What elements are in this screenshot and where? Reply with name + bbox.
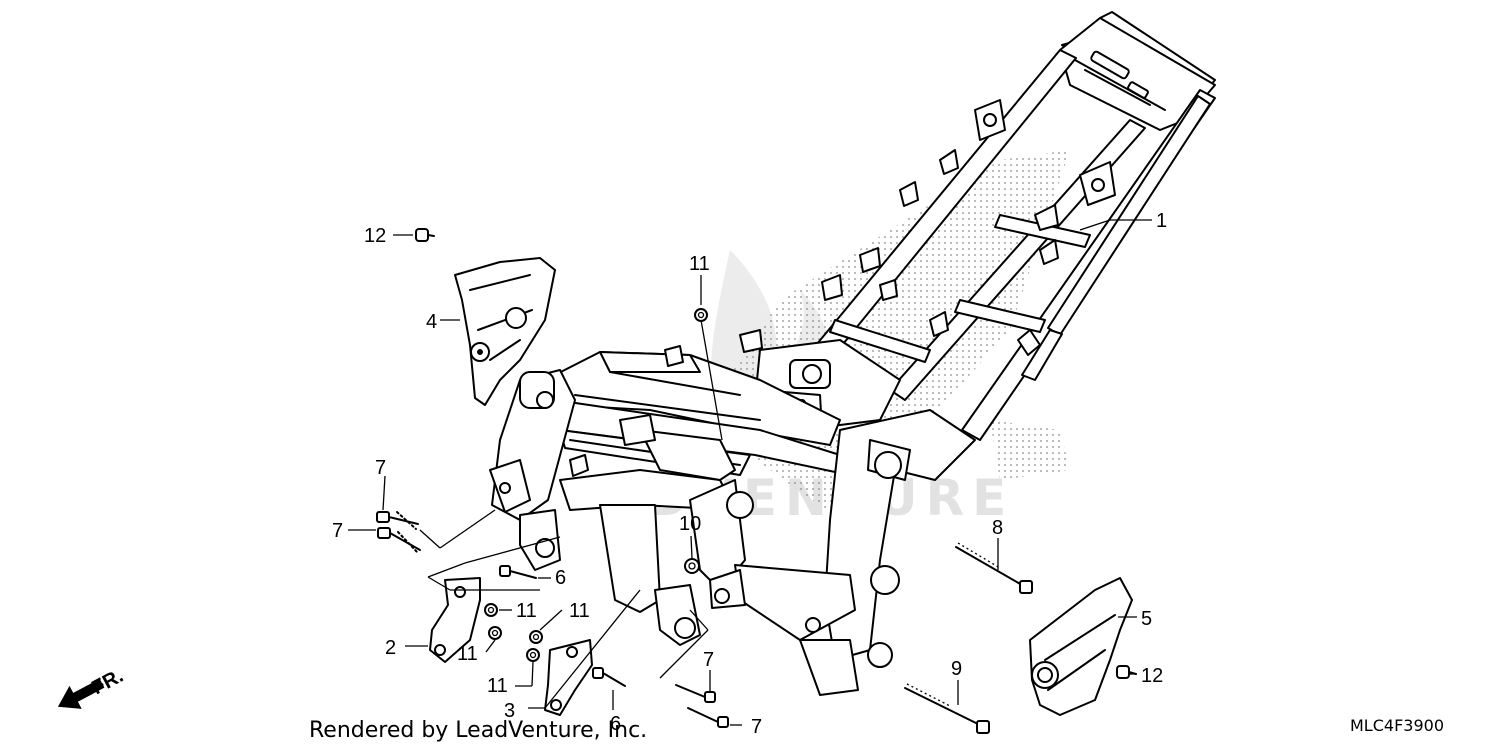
nut-11-e bbox=[694, 308, 708, 322]
callout-11-nut-e: 11 bbox=[487, 675, 508, 697]
leader-lines bbox=[348, 219, 1152, 726]
callout-12-bolt-a: 12 bbox=[364, 225, 386, 247]
nut-11-d bbox=[526, 648, 540, 662]
side-cover-left bbox=[454, 257, 556, 406]
callout-12-bolt-b: 12 bbox=[1141, 665, 1163, 687]
front-direction-label: FR. bbox=[88, 665, 127, 700]
bolt-7-lower-a bbox=[675, 684, 716, 703]
bolt-7-upper-a bbox=[376, 511, 419, 530]
callout-10-nut: 10 bbox=[679, 513, 701, 535]
diagram-code: MLC4F3900 bbox=[1350, 716, 1444, 735]
callout-6-bolt-lower: 6 bbox=[610, 713, 621, 735]
callout-11-nut-c: 11 bbox=[569, 600, 590, 622]
nut-11-c bbox=[529, 630, 543, 644]
fasteners bbox=[376, 228, 1137, 734]
callout-labels: 1 2 3 4 5 6 6 7 7 7 7 8 9 10 11 11 11 11… bbox=[332, 210, 1167, 738]
callout-1-frame-body: 1 bbox=[1156, 210, 1167, 232]
bolt-12-upper bbox=[415, 228, 435, 242]
nut-10 bbox=[684, 558, 700, 574]
callout-11-nut-a: 11 bbox=[689, 253, 710, 275]
bolt-7-upper-b bbox=[377, 527, 421, 553]
callout-5-side-cover: 5 bbox=[1141, 608, 1152, 630]
front-direction-indicator: FR. bbox=[57, 665, 127, 709]
callout-9-bolt: 9 bbox=[951, 658, 962, 680]
bolt-7-lower-b bbox=[687, 707, 729, 728]
callout-3-bracket: 3 bbox=[504, 700, 515, 722]
callout-11-nut-b: 11 bbox=[516, 600, 537, 622]
bolt-6-lower bbox=[592, 667, 626, 687]
callout-8-bolt: 8 bbox=[992, 517, 1003, 539]
bolt-12-lower bbox=[1116, 665, 1137, 679]
callout-6-bolt-upper: 6 bbox=[555, 567, 566, 589]
callout-4-side-cover: 4 bbox=[426, 311, 437, 333]
callout-2-bracket: 2 bbox=[385, 637, 396, 659]
callout-7-bolt-d: 7 bbox=[751, 716, 762, 738]
bolt-6-upper bbox=[499, 565, 537, 579]
main-frame-body bbox=[489, 11, 1216, 696]
callout-7-bolt-b: 7 bbox=[332, 520, 343, 542]
side-cover-right bbox=[1029, 577, 1133, 716]
nut-11-a bbox=[484, 603, 498, 617]
callout-7-bolt-c: 7 bbox=[703, 649, 714, 671]
nut-11-b bbox=[488, 626, 502, 640]
render-credit: Rendered by LeadVenture, Inc. bbox=[309, 718, 648, 743]
bolt-8 bbox=[955, 542, 1033, 594]
callout-11-nut-d: 11 bbox=[457, 643, 478, 665]
engine-hanger-bracket-3 bbox=[544, 639, 593, 716]
callout-7-bolt-a: 7 bbox=[375, 457, 386, 479]
front-arrow-icon bbox=[57, 678, 105, 709]
bolt-9 bbox=[904, 683, 990, 734]
